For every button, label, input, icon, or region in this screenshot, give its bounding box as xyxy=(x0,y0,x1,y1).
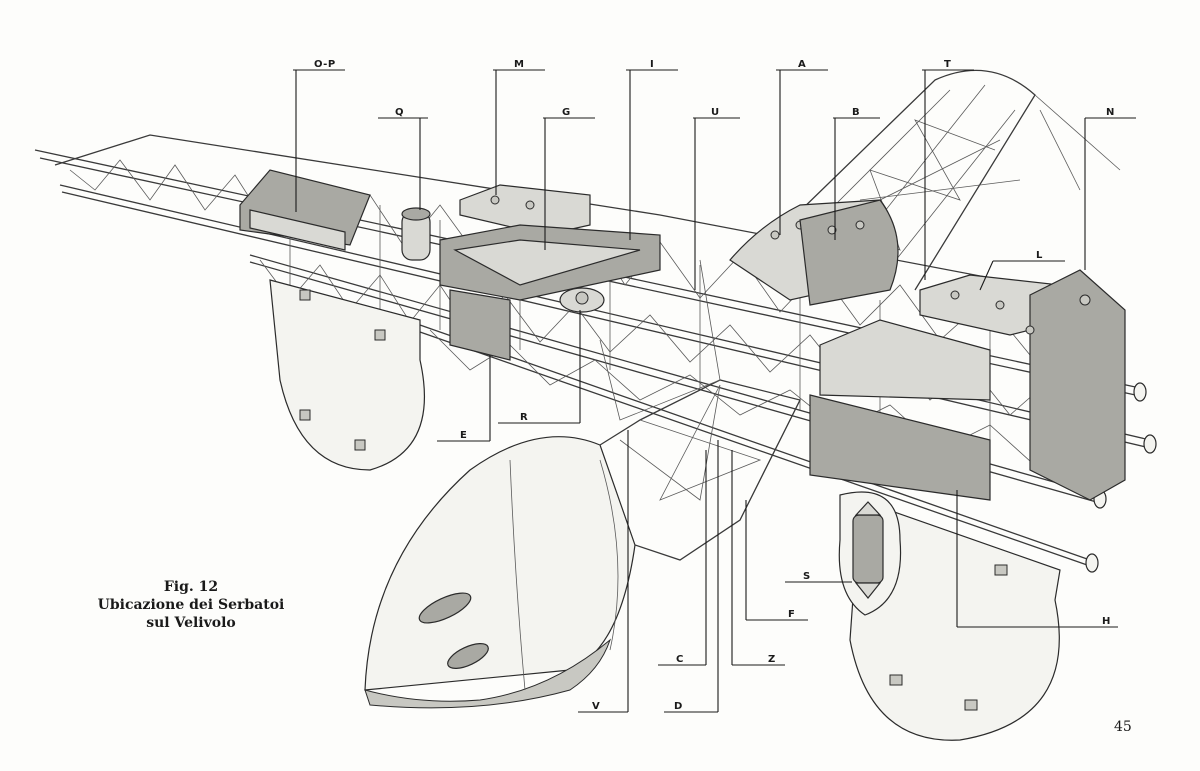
engine-mount-left xyxy=(269,279,426,471)
leader-lines xyxy=(293,69,1136,713)
cockpit-frame xyxy=(599,259,801,561)
tank-g xyxy=(439,224,661,301)
callout-v: V xyxy=(592,701,600,712)
callout-op: O-P xyxy=(314,59,336,70)
callout-t: T xyxy=(944,59,951,70)
tank-op xyxy=(239,169,371,251)
tank-m xyxy=(459,184,591,236)
callout-n: N xyxy=(1106,107,1115,118)
callout-a: A xyxy=(798,59,806,70)
tank-s xyxy=(838,491,902,616)
callout-r: R xyxy=(520,412,528,423)
callout-q: Q xyxy=(395,107,404,118)
callout-g: G xyxy=(562,107,571,118)
callout-s: S xyxy=(803,571,811,582)
callout-d: D xyxy=(674,701,683,712)
callout-l: L xyxy=(1036,250,1043,261)
caption-subtitle: sul Velivolo xyxy=(146,615,236,631)
figure-caption: Fig. 12 Ubicazione dei Serbatoi sul Veli… xyxy=(96,578,286,632)
callout-z: Z xyxy=(768,654,776,665)
callout-labels: O-P M I A T Q G U B N L E R S F H C Z V … xyxy=(314,59,1115,712)
callout-c: C xyxy=(676,654,684,665)
callout-m: M xyxy=(514,59,524,70)
tank-q xyxy=(401,207,431,261)
tank-b xyxy=(799,199,899,306)
tank-e xyxy=(449,289,511,361)
callout-f: F xyxy=(788,609,795,620)
caption-figure-number: Fig. 12 xyxy=(163,579,219,595)
callout-e: E xyxy=(460,430,467,441)
callout-b: B xyxy=(852,107,860,118)
page-number: 45 xyxy=(1114,719,1132,735)
callout-i: I xyxy=(650,59,654,70)
callout-h: H xyxy=(1102,616,1111,627)
callout-u: U xyxy=(711,107,720,118)
tank-r-pump xyxy=(559,287,605,313)
tank-n xyxy=(1025,269,1126,501)
engine-mount-right xyxy=(849,499,1061,741)
nose-fairing xyxy=(364,436,636,709)
tank-h xyxy=(809,319,991,501)
caption-title: Ubicazione dei Serbatoi xyxy=(97,597,285,613)
